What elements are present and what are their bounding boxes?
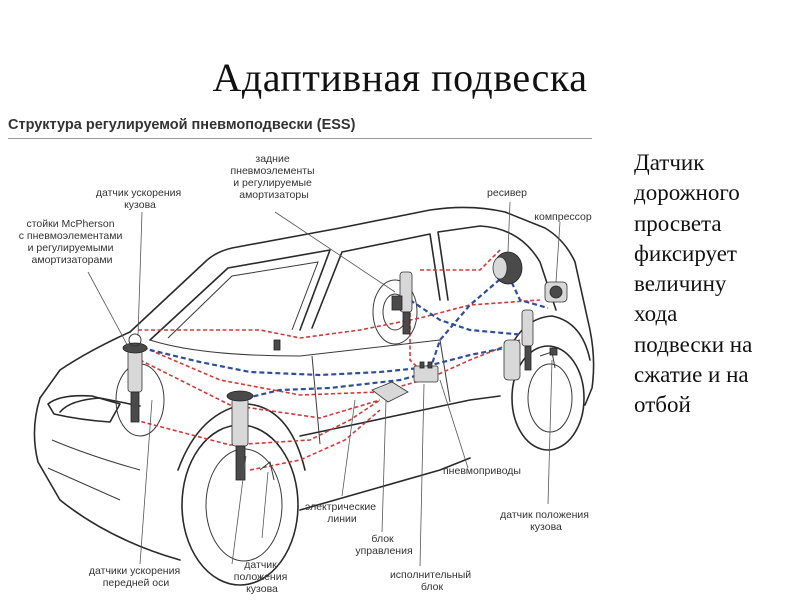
label-mcpherson-struts: стойки McPherson с пневмоэлементами и ре… xyxy=(19,218,126,266)
front-left-strut xyxy=(122,333,148,423)
compressor xyxy=(544,281,568,303)
rear-right-strut xyxy=(503,309,534,381)
label-compressor: компрессор xyxy=(534,211,592,223)
label-front-axle-accel: датчики ускорения передней оси xyxy=(89,565,183,589)
label-receiver: ресивер xyxy=(487,187,527,199)
leader-lines xyxy=(87,201,561,567)
label-electric-lines: электрические линии xyxy=(305,501,379,525)
label-height-sensor-front: датчик положения кузова xyxy=(234,559,290,595)
height-sensor-parts xyxy=(259,339,558,481)
pneumatic-lines xyxy=(141,267,549,402)
side-description: Датчик дорожного просвета фиксирует вели… xyxy=(634,150,753,418)
actuator-block xyxy=(413,361,439,383)
slide-title: Адаптивная подвеска xyxy=(212,55,588,100)
figure-title-rule xyxy=(8,138,592,139)
label-control-unit: блок управления xyxy=(355,533,412,557)
figure-title: Структура регулируемой пневмоподвески (E… xyxy=(8,117,356,133)
label-actuator-block: исполнительный блок xyxy=(390,569,474,593)
receiver xyxy=(492,251,523,285)
diagram-labels: датчик ускорения кузова стойки McPherson… xyxy=(19,153,592,595)
label-body-accel-sensor: датчик ускорения кузова xyxy=(96,187,184,211)
label-rear-air-elements: задние пневмоэлементы и регулируемые амо… xyxy=(230,153,317,201)
label-pneumatic-lines: пневмоприводы xyxy=(443,465,521,477)
front-right-strut xyxy=(226,390,254,481)
label-height-sensor-rear: датчик положения кузова xyxy=(500,509,592,533)
control-unit xyxy=(371,381,409,403)
rear-left-strut xyxy=(391,271,413,335)
